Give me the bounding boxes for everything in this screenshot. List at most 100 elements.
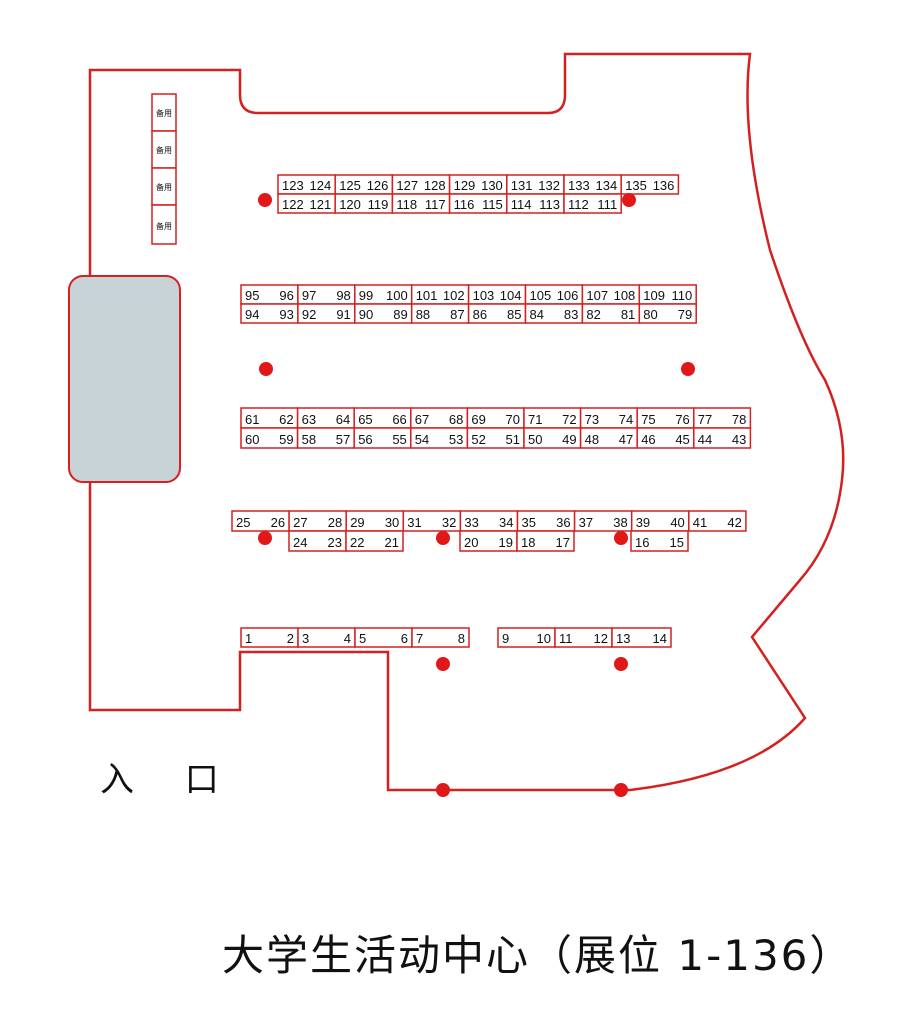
booth-number: 91 — [336, 307, 350, 322]
booth-number: 80 — [643, 307, 657, 322]
booth-pair[interactable] — [563, 193, 622, 214]
booth-number: 62 — [279, 412, 293, 427]
booth-pair[interactable] — [345, 530, 404, 552]
booth-number: 69 — [471, 412, 485, 427]
booth-pair[interactable] — [638, 303, 697, 324]
booth-number: 112 — [568, 197, 589, 212]
booth-number: 100 — [386, 288, 408, 303]
booth-number: 52 — [471, 432, 485, 447]
booth-number: 86 — [473, 307, 487, 322]
booth-number: 79 — [678, 307, 692, 322]
booth-number: 50 — [528, 432, 542, 447]
booth-number: 130 — [481, 178, 503, 193]
pillar-marker — [259, 362, 273, 376]
booth-number: 37 — [579, 515, 593, 530]
booth-number: 10 — [537, 631, 551, 646]
left-wall-upper — [88, 52, 845, 792]
booth-number: 33 — [464, 515, 478, 530]
entrance-label: 入 口 — [100, 760, 239, 800]
booth-number: 56 — [358, 432, 372, 447]
booth-number: 84 — [530, 307, 544, 322]
reserve-label: 备用 — [156, 221, 172, 231]
booth-number: 19 — [499, 535, 513, 550]
booth-number: 103 — [473, 288, 495, 303]
booth-number: 113 — [539, 197, 560, 212]
booth-number: 5 — [359, 631, 366, 646]
booth-number: 81 — [621, 307, 635, 322]
booth-number: 123 — [282, 178, 304, 193]
pillar-marker — [436, 783, 450, 797]
booth-number: 92 — [302, 307, 316, 322]
booth-number: 57 — [336, 432, 350, 447]
booth-number: 38 — [613, 515, 627, 530]
booth-number: 54 — [415, 432, 429, 447]
pillar-marker — [436, 657, 450, 671]
booth-number: 45 — [675, 432, 689, 447]
booth-number: 73 — [585, 412, 599, 427]
booth-number: 47 — [619, 432, 633, 447]
booth-number: 124 — [309, 178, 331, 193]
booth-number: 11 — [559, 631, 573, 646]
booth-number: 132 — [538, 178, 560, 193]
booth-number: 61 — [245, 412, 259, 427]
reserve-label: 备用 — [156, 182, 172, 192]
booth-number: 49 — [562, 432, 576, 447]
booth-number: 114 — [511, 197, 532, 212]
booth-pair[interactable] — [516, 530, 575, 552]
booth-number: 15 — [670, 535, 684, 550]
booth-number: 131 — [511, 178, 533, 193]
booth-number: 23 — [328, 535, 342, 550]
booth-number: 31 — [407, 515, 421, 530]
booth-number: 126 — [367, 178, 389, 193]
booth-pair[interactable] — [630, 530, 689, 552]
booth-number: 72 — [562, 412, 576, 427]
reserve-label: 备用 — [156, 108, 172, 118]
booth-pair[interactable] — [620, 174, 680, 195]
booth-number: 129 — [454, 178, 476, 193]
booth-number: 67 — [415, 412, 429, 427]
booth-pair[interactable] — [411, 627, 470, 648]
booth-number: 109 — [643, 288, 665, 303]
reserve-label: 备用 — [156, 145, 172, 155]
booth-number: 34 — [499, 515, 513, 530]
booth-number: 68 — [449, 412, 463, 427]
reserve-booths: 备用 备用 备用 备用 — [151, 93, 177, 245]
booth-number: 28 — [328, 515, 342, 530]
booth-number: 125 — [339, 178, 361, 193]
booth-pair[interactable] — [688, 510, 747, 532]
booth-number: 101 — [416, 288, 438, 303]
booth-number: 83 — [564, 307, 578, 322]
venue-walls — [88, 52, 845, 792]
booth-number: 21 — [385, 535, 399, 550]
booth-number: 29 — [350, 515, 364, 530]
reserve-booth[interactable] — [151, 130, 177, 169]
booth-number: 104 — [500, 288, 522, 303]
booth-number: 7 — [416, 631, 423, 646]
booth-number: 30 — [385, 515, 399, 530]
booth-number: 108 — [614, 288, 636, 303]
booth-number: 71 — [528, 412, 542, 427]
booth-pair[interactable] — [693, 427, 752, 449]
booth-pair[interactable] — [611, 627, 672, 648]
booth-number: 43 — [732, 432, 746, 447]
page-title: 大学生活动中心（展位 1-136） — [222, 931, 854, 980]
booth-number: 22 — [350, 535, 364, 550]
booth-number: 76 — [675, 412, 689, 427]
booth-number: 39 — [636, 515, 650, 530]
reserve-booth[interactable] — [151, 204, 177, 245]
booth-number: 2 — [287, 631, 294, 646]
pillar-marker — [258, 531, 272, 545]
booth-number: 32 — [442, 515, 456, 530]
booth-number: 66 — [392, 412, 406, 427]
booth-number: 36 — [556, 515, 570, 530]
booth-number: 121 — [309, 197, 331, 212]
booth-number: 134 — [595, 178, 617, 193]
booth-number: 119 — [368, 197, 389, 212]
booth-number: 120 — [339, 197, 361, 212]
booth-number: 77 — [698, 412, 712, 427]
booth-number: 70 — [506, 412, 520, 427]
booth-number: 17 — [556, 535, 570, 550]
booth-number: 14 — [653, 631, 667, 646]
booth-number: 90 — [359, 307, 373, 322]
